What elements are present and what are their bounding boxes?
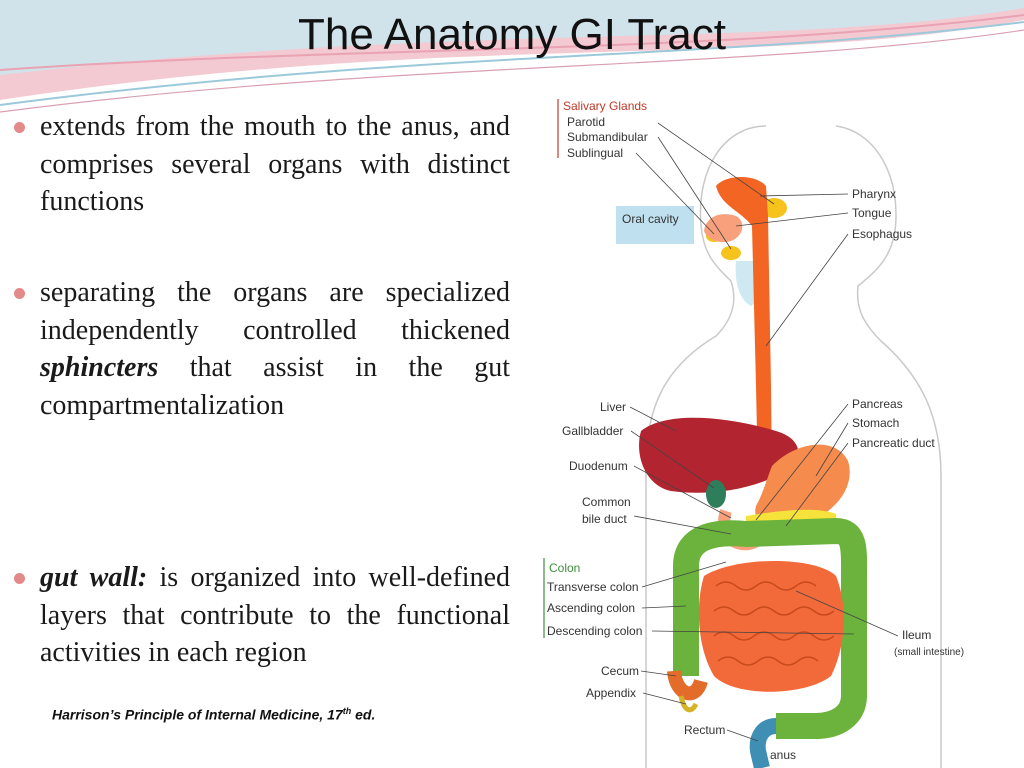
colon-shape: [673, 518, 868, 739]
label-colon: Colon: [549, 561, 580, 575]
label-liver: Liver: [600, 400, 626, 414]
bullet-2-text-post: that assist in the gut compartmentalizat…: [40, 352, 510, 421]
label-rectum: Rectum: [684, 723, 725, 737]
label-pancreas: Pancreas: [852, 397, 903, 411]
body-outline: [645, 125, 942, 768]
label-ileum: Ileum: [902, 628, 931, 642]
small-intestine-coils: [713, 581, 835, 666]
label-descending-colon: Descending colon: [547, 624, 642, 638]
label-common-bile-duct-line2: bile duct: [582, 512, 627, 526]
label-ascending-colon: Ascending colon: [547, 601, 635, 615]
stomach-shape: [755, 444, 850, 528]
label-gallbladder: Gallbladder: [562, 424, 623, 438]
appendix-shape: [678, 695, 699, 713]
bullet-1-text: extends from the mouth to the anus, and …: [40, 111, 510, 217]
label-tongue: Tongue: [852, 206, 892, 220]
label-pharynx: Pharynx: [852, 187, 896, 201]
oral-cavity-box: [616, 206, 694, 244]
label-esophagus: Esophagus: [852, 227, 912, 241]
tongue-shape: [704, 214, 743, 243]
bullet-2-emphasis: sphincters: [40, 352, 159, 383]
label-appendix: Appendix: [586, 686, 636, 700]
label-transverse-colon: Transverse colon: [547, 580, 639, 594]
bullet-2-text-pre: separating the organs are specialized in…: [40, 277, 510, 346]
leader-lines: [629, 122, 899, 742]
slide-title: The Anatomy GI Tract: [298, 10, 726, 59]
label-sublingual: Sublingual: [567, 146, 623, 160]
label-common-bile-duct-line1: Common: [582, 495, 631, 509]
bullet-3: gut wall: is organized into well-defined…: [12, 559, 510, 672]
citation-tail: ed.: [351, 706, 376, 723]
bullet-dot-icon: [14, 122, 25, 133]
submandibular-gland: [721, 246, 741, 260]
rectum-shape: [749, 718, 777, 768]
label-stomach: Stomach: [852, 416, 899, 430]
bullet-2: separating the organs are specialized in…: [12, 274, 510, 424]
liver-shape: [639, 417, 799, 493]
small-intestine-shape: [698, 561, 844, 692]
citation-text: Harrison’s Principle of Internal Medicin…: [52, 706, 343, 723]
label-salivary-glands: Salivary Glands: [563, 99, 647, 113]
esophagus-shape: [716, 177, 772, 478]
label-anus: anus: [770, 748, 796, 762]
label-duodenum: Duodenum: [569, 459, 628, 473]
citation: Harrison’s Principle of Internal Medicin…: [52, 706, 375, 723]
bullet-1: extends from the mouth to the anus, and …: [12, 108, 510, 221]
label-cecum: Cecum: [601, 664, 639, 678]
label-submandibular: Submandibular: [567, 130, 648, 144]
bullet-3-emphasis: gut wall:: [40, 562, 148, 593]
cecum-shape: [667, 669, 708, 701]
bullet-dot-icon: [14, 288, 25, 299]
label-small-intestine: (small intestine): [894, 647, 964, 658]
header-banner: [0, 0, 1024, 113]
bullet-dot-icon: [14, 573, 25, 584]
label-oral-cavity: Oral cavity: [622, 212, 679, 226]
label-parotid: Parotid: [567, 115, 605, 129]
label-pancreatic-duct: Pancreatic duct: [852, 436, 935, 450]
gi-tract-diagram: Salivary Glands Parotid Submandibular Su…: [543, 99, 964, 768]
gallbladder-shape: [706, 480, 726, 508]
bullet-3-text-post: is organized into well-defined layers th…: [40, 562, 510, 668]
citation-superscript: th: [342, 706, 352, 716]
